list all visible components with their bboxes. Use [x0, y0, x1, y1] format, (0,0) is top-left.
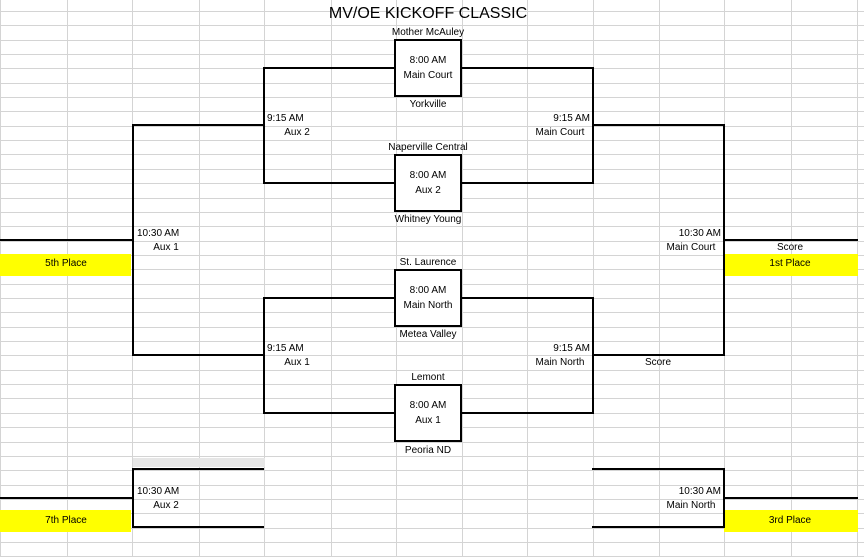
selected-cell-highlight — [133, 458, 265, 467]
game-time[interactable]: 9:15 AM — [553, 343, 590, 354]
game-court[interactable]: Aux 2 — [153, 500, 179, 511]
game-time[interactable]: 10:30 AM — [678, 486, 721, 497]
bracket-line — [263, 182, 396, 184]
game-box-aux-1[interactable]: 8:00 AM Aux 1 — [394, 384, 462, 442]
game-time[interactable]: 10:30 AM — [137, 228, 180, 239]
score-label[interactable]: Score — [776, 242, 804, 253]
bracket-line — [263, 412, 396, 414]
seventh-place-cell[interactable] — [0, 510, 131, 532]
bracket-line — [460, 182, 593, 184]
game-box-main-north[interactable]: 8:00 AM Main North — [394, 269, 462, 327]
bracket-line — [592, 124, 725, 126]
game-court: Main Court — [403, 70, 453, 81]
team-name[interactable]: Naperville Central — [388, 142, 468, 153]
game-court: Aux 1 — [415, 415, 441, 426]
game-time[interactable]: 9:15 AM — [267, 113, 304, 124]
team-name[interactable]: Peoria ND — [404, 445, 452, 456]
bracket-line — [263, 67, 396, 69]
game-court[interactable]: Main North — [535, 357, 585, 368]
bracket-line — [132, 526, 264, 528]
bracket-line — [460, 67, 593, 69]
team-name[interactable]: Whitney Young — [394, 214, 462, 225]
bracket-line — [0, 497, 133, 499]
bracket-line — [132, 124, 264, 126]
game-time[interactable]: 10:30 AM — [137, 486, 180, 497]
game-time: 8:00 AM — [409, 55, 447, 66]
bracket-line — [263, 67, 265, 184]
bracket-line — [263, 297, 396, 299]
score-label[interactable]: Score — [644, 357, 672, 368]
game-time: 8:00 AM — [409, 170, 447, 181]
team-name[interactable]: St. Laurence — [399, 257, 457, 268]
game-court: Main North — [403, 300, 453, 311]
game-time[interactable]: 9:15 AM — [553, 113, 590, 124]
game-court[interactable]: Main North — [666, 500, 716, 511]
placement-label[interactable]: 5th Place — [45, 258, 87, 269]
game-court[interactable]: Main Court — [535, 127, 585, 138]
game-box-main-court[interactable]: 8:00 AM Main Court — [394, 39, 462, 97]
bracket-line — [132, 468, 264, 470]
team-name[interactable]: Mother McAuley — [391, 27, 465, 38]
placement-label[interactable]: 3rd Place — [768, 515, 812, 526]
bracket-line — [132, 468, 134, 528]
placement-label[interactable]: 7th Place — [45, 515, 87, 526]
bracket-line — [460, 412, 593, 414]
game-court[interactable]: Aux 1 — [153, 242, 179, 253]
game-court: Aux 2 — [415, 185, 441, 196]
bracket-line — [0, 239, 133, 241]
bracket-line — [592, 468, 725, 470]
game-time: 8:00 AM — [409, 400, 447, 411]
bracket-line — [592, 354, 725, 356]
game-time[interactable]: 9:15 AM — [267, 343, 304, 354]
bracket-line — [723, 497, 858, 499]
game-time[interactable]: 10:30 AM — [678, 228, 721, 239]
fifth-place-cell[interactable] — [0, 254, 131, 276]
placement-label[interactable]: 1st Place — [769, 258, 811, 269]
bracket-line — [132, 354, 264, 356]
bracket-line — [460, 297, 593, 299]
page-title: MV/OE KICKOFF CLASSIC — [328, 5, 528, 22]
first-place-cell[interactable] — [724, 254, 858, 276]
game-court[interactable]: Aux 1 — [284, 357, 310, 368]
game-court[interactable]: Aux 2 — [284, 127, 310, 138]
game-box-aux-2[interactable]: 8:00 AM Aux 2 — [394, 154, 462, 212]
third-place-cell[interactable] — [724, 510, 858, 532]
team-name[interactable]: Yorkville — [409, 99, 447, 110]
bracket-line — [723, 239, 858, 241]
team-name[interactable]: Metea Valley — [399, 329, 457, 340]
bracket-line — [263, 297, 265, 414]
bracket-line — [592, 526, 725, 528]
game-time: 8:00 AM — [409, 285, 447, 296]
team-name[interactable]: Lemont — [411, 372, 445, 383]
bracket-line — [132, 124, 134, 356]
game-court[interactable]: Main Court — [666, 242, 716, 253]
